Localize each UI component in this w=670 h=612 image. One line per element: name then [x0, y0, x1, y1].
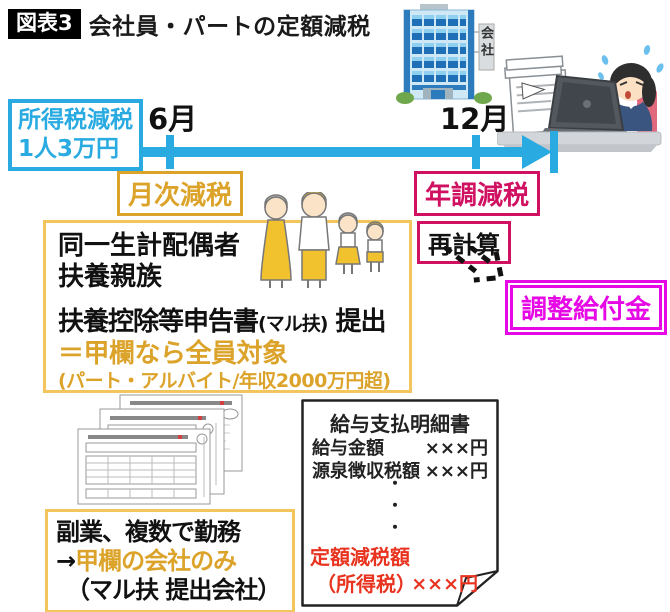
income-tax-line1: 所得税減税: [18, 107, 133, 133]
payslip-row-label: 源泉徴収税額: [312, 461, 420, 482]
eligibility-note: (パート・アルバイト/年収2000万円超): [58, 369, 391, 392]
payslip-row: 源泉徴収税額 ×××円: [312, 457, 488, 483]
december-label: 12月: [440, 102, 510, 136]
dot: ・: [386, 518, 403, 537]
monthly-reduction-box: 月次減税: [117, 171, 244, 216]
deduction-value: ×××円: [411, 573, 478, 595]
sidejob-line2: →甲欄の会社のみ: [56, 547, 284, 576]
ellipsis-dots: ・ ・ ・: [300, 476, 490, 536]
payslip-row-label: 給与金額: [312, 438, 384, 459]
eligibility-dependents: 扶養親族: [58, 262, 163, 293]
overworked-employee-icon: [497, 45, 664, 152]
fold-corner: [456, 570, 499, 607]
june-label: 6月: [148, 102, 198, 136]
deduction-label: 定額減税額: [310, 545, 410, 569]
header: 図表3 会社員・パートの定額減税: [8, 7, 371, 41]
payslip-paper-icon: [301, 399, 499, 607]
dot: ・: [386, 496, 403, 515]
figure-title: 会社員・パートの定額減税: [88, 14, 371, 40]
payslip-row: 給与金額 ×××円: [312, 434, 488, 460]
payslip-title: 給与支払明細書: [330, 412, 470, 436]
payslip-row-value: ×××円: [424, 438, 488, 459]
timeline-arrow: [136, 131, 558, 173]
form-name: 扶養控除等申告書: [58, 307, 259, 338]
dot: ・: [386, 474, 403, 493]
side-job-box: 副業、複数で勤務 →甲欄の会社のみ （マル扶 提出会社）: [45, 509, 295, 612]
eligibility-highlight: ＝甲欄なら全員対象: [58, 338, 288, 369]
payslip-row-value: ×××円: [424, 461, 488, 482]
recalculation-box: 再計算: [417, 221, 511, 264]
eligibility-spouse: 同一生計配偶者: [58, 231, 241, 261]
adjustment-benefit-box: 調整給付金: [505, 280, 668, 335]
arrow-glyph: →: [56, 546, 76, 575]
sidejob-line3: （マル扶 提出会社）: [66, 575, 281, 604]
sidejob-line1: 副業、複数で勤務: [56, 518, 241, 546]
figure-label-badge: 図表3: [8, 9, 81, 39]
payslip: 給与支払明細書 給与金額 ×××円 源泉徴収税額 ×××円 ・ ・ ・ 定額減税…: [300, 398, 500, 609]
company-sign: 会社: [478, 26, 493, 60]
deduction-sub-label: （所得税）: [316, 572, 416, 596]
form-alias: (マル扶): [258, 313, 328, 336]
adjustment-benefit-label: 調整給付金: [510, 285, 663, 330]
income-tax-line2: 1人3万円: [18, 135, 120, 162]
family-icon: [260, 192, 384, 288]
yearend-reduction-box: 年調減税: [414, 171, 541, 216]
eligibility-form-line: 扶養控除等申告書(マル扶) 提出: [58, 307, 409, 338]
tax-forms-stack-icon: [77, 394, 243, 505]
form-submit: 提出: [327, 307, 386, 338]
income-tax-reduction-box: 所得税減税 1人3万円: [8, 99, 143, 171]
dashed-arrow-icon: [442, 246, 505, 283]
office-building-icon: [396, 4, 495, 104]
sidejob-highlight: 甲欄の会社のみ: [75, 546, 237, 575]
